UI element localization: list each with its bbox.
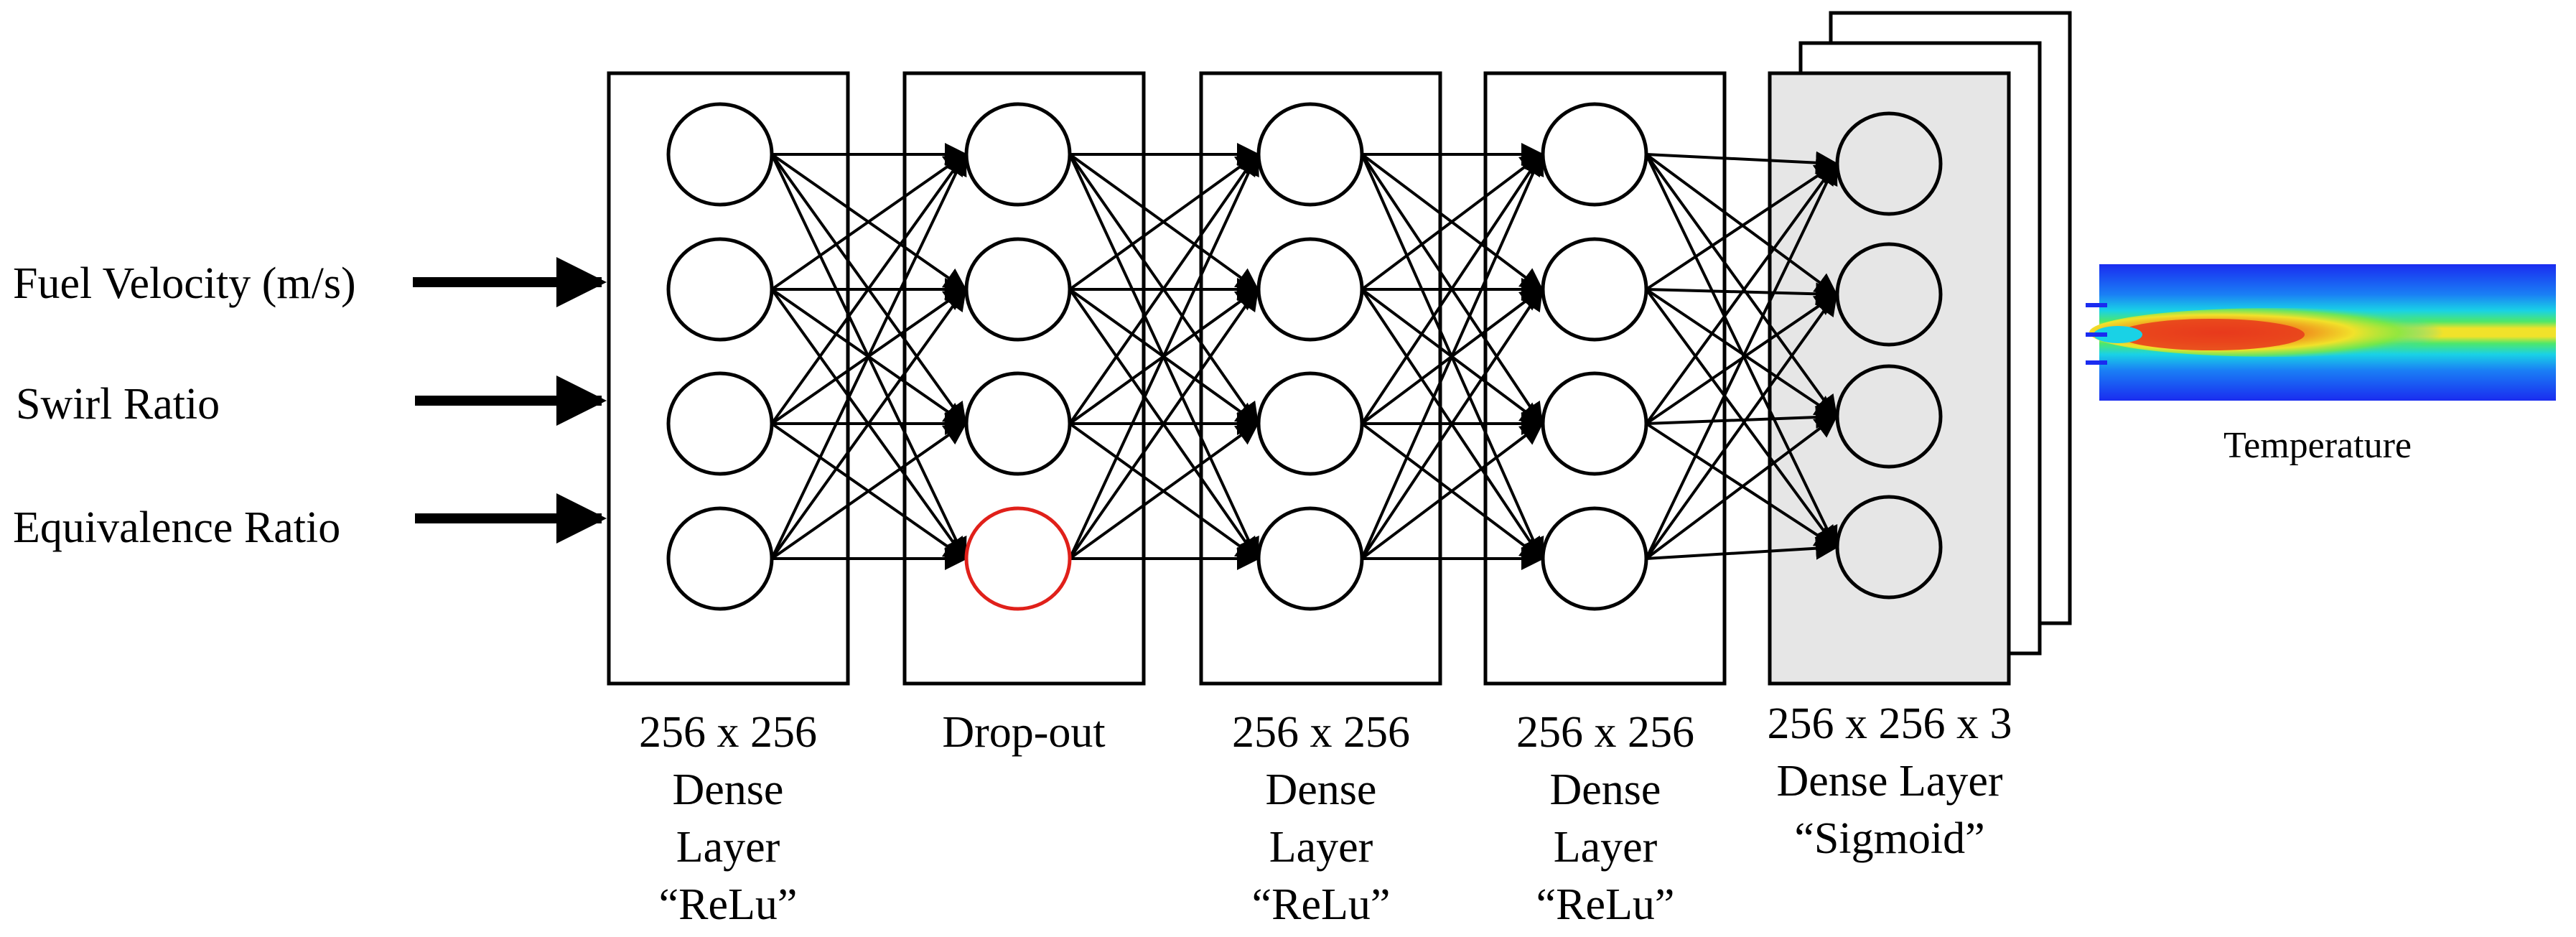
output-label-temperature: Temperature [2223,425,2412,466]
connection-edge [1646,151,1839,174]
connection-edge [1645,161,1838,425]
connection-edge [770,151,967,425]
caption-output: 256 x 256 x 3 Dense Layer “Sigmoid” [1768,699,2012,863]
caption-line: 256 x 256 [1516,708,1694,757]
connection-edge [1645,153,1839,297]
caption-line: Dense [673,765,784,814]
neuron [1541,237,1648,342]
connection-edge [1068,151,1259,559]
caption-line: Dense [1266,765,1377,814]
neuron [666,506,774,611]
connection-edge [770,152,968,291]
neuron [1835,364,1943,469]
neuron [1256,371,1364,476]
input-label-swirl-ratio: Swirl Ratio [16,380,220,429]
connection-edge [1645,162,1839,291]
connection-edge [1645,154,1838,550]
neuron [1541,506,1648,611]
caption-line: Layer [676,823,780,872]
neuron [1835,242,1943,347]
connection-edge [1068,152,1260,291]
caption-line: Layer [1269,823,1373,872]
neuron [964,371,1072,476]
neurons [666,102,1943,611]
caption-line: “Sigmoid” [1794,814,1984,863]
connection-edge [770,151,967,559]
caption-line: 256 x 256 [639,708,817,757]
connection-edge [1361,421,1544,560]
caption-line: Dense [1550,765,1661,814]
connection-edge [1068,286,1259,560]
neuron [964,102,1072,207]
neuron [1256,237,1364,342]
connection-edge [1645,422,1839,549]
temperature-field-flame [2118,319,2305,350]
connection-edge [1645,288,1839,419]
neuron [666,102,774,207]
neuron [1835,111,1943,216]
neuron [1256,102,1364,207]
neuron [666,371,774,476]
neuron [666,237,774,342]
connection-edge [1361,151,1544,559]
neuron [1541,102,1648,207]
caption-dense-3: 256 x 256 Dense Layer “ReLu” [1516,708,1694,929]
caption-line: “ReLu” [1536,880,1675,929]
caption-line: “ReLu” [1252,880,1391,929]
caption-line: 256 x 256 [1232,708,1410,757]
caption-dense-2: 256 x 256 Dense Layer “ReLu” [1232,708,1410,929]
caption-line: 256 x 256 x 3 [1768,699,2012,748]
connection-edge [1646,406,1839,429]
input-label-equivalence-ratio: Equivalence Ratio [13,503,340,552]
connection-edge [1645,153,1838,419]
connection-edge [1645,161,1838,559]
connection-edge [1361,151,1544,425]
caption-line: Dense Layer [1777,757,2003,806]
temperature-field-icon [2086,264,2556,401]
neuron [964,237,1072,342]
connection-edge [1645,288,1838,550]
neuron [1541,371,1648,476]
neuron [1256,506,1364,611]
caption-line: “ReLu” [659,880,798,929]
caption-dense-1: 256 x 256 Dense Layer “ReLu” [639,708,817,929]
connection-edge [1646,536,1839,560]
caption-line: Layer [1554,823,1658,872]
connection-edge [1068,421,1260,560]
caption-line: Drop-out [942,708,1105,757]
connection-edge [770,286,967,560]
connection-edge [770,421,968,560]
dropped-neuron [964,506,1072,611]
temperature-field-inlet [2094,326,2142,343]
connection-edge [1645,414,1839,560]
connection-edge [1068,151,1259,425]
connection-edge [1361,286,1544,560]
input-label-fuel-velocity: Fuel Velocity (m/s) [13,259,356,308]
neuron [1835,495,1943,600]
caption-dropout: Drop-out [942,708,1105,757]
connection-edge [1645,292,1838,560]
connection-edge [1361,152,1544,291]
connections [770,143,1839,570]
